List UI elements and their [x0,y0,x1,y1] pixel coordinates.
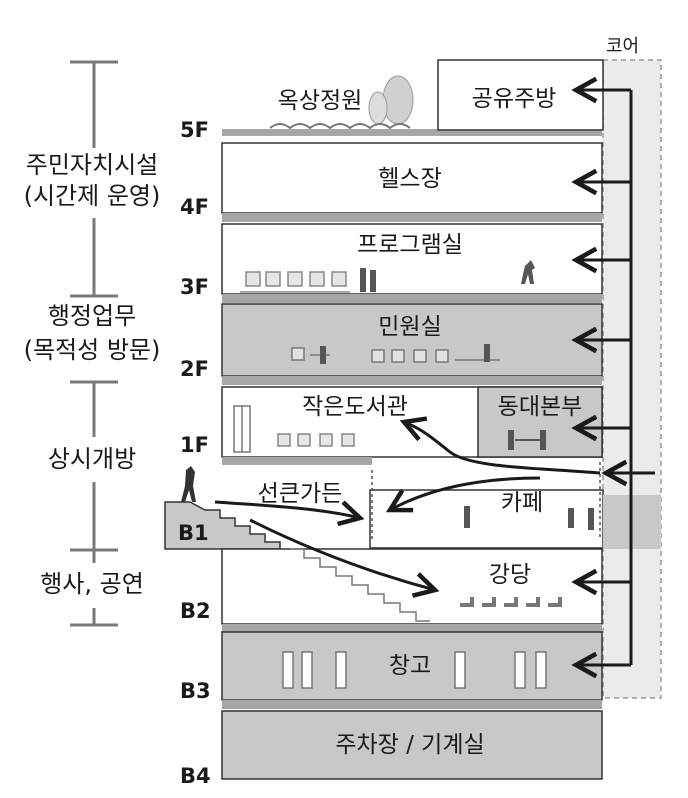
zone-label-admin-2: (목적성 방문) [24,336,161,364]
sunken-garden-stair [164,501,281,550]
zone-label-event: 행사, 공연 [40,570,144,598]
auditorium-seats [460,597,562,607]
core-circulation [576,90,633,665]
sunken-garden-b1-tag: B1 [178,521,209,545]
library-shelf [233,405,251,453]
cafe-people [464,506,594,530]
zone-label-admin-1: 행정업무 [48,302,136,330]
slab-b3 [222,700,602,709]
program-people [360,260,535,292]
zone-label-community-1: 주민자치시설 [26,151,158,179]
floor-label-1f: 1F [180,433,209,457]
rooftop-slab [222,129,602,136]
floor-label-b4: B4 [180,764,211,788]
slab-b2 [222,624,602,632]
floor-label-3f: 3F [180,275,209,299]
slab-2f [222,376,602,385]
room-small-library: 작은도서관 [302,394,408,420]
room-sunken-garden: 선큰가든 [258,481,343,507]
zone-bracket [70,60,118,627]
room-auditorium: 강당 [489,562,531,588]
floor-label-4f: 4F [180,195,209,219]
zone-label-open: 상시개방 [48,445,136,473]
room-dong-hq: 동대본부 [498,394,583,420]
rooftop-plants [269,75,414,130]
slab-1f [222,457,372,465]
zone-label-community-2: (시간제 운영) [24,182,161,210]
room-rooftop-garden: 옥상정원 [278,88,363,114]
floor-label-b3: B3 [180,679,211,703]
storage-racks [282,651,547,689]
floor-label-b2: B2 [180,599,211,623]
dong-hq-people [508,430,546,450]
person-walking [181,466,196,502]
room-cafe: 카페 [501,490,543,516]
program-furniture [240,271,350,293]
slab-4f [222,213,602,222]
slab-3f [222,294,602,303]
room-civil-service: 민원실 [378,314,441,340]
floor-b4 [221,710,603,780]
floor-label-2f: 2F [180,357,209,381]
floor-4f [221,142,603,214]
room-gym: 헬스장 [378,166,441,192]
core-label: 코어 [606,36,639,57]
floor-2f [221,303,603,377]
flow-curves [214,422,601,590]
room-storage: 창고 [389,653,431,679]
room-program: 프로그램실 [357,232,463,258]
auditorium-stair [290,548,430,622]
room-parking-machine: 주차장 / 기계실 [335,732,484,758]
room-shared-kitchen: 공유주방 [472,86,557,112]
library-furniture [277,433,355,447]
floor-label-5f: 5F [180,118,209,142]
civil-people [320,344,490,364]
